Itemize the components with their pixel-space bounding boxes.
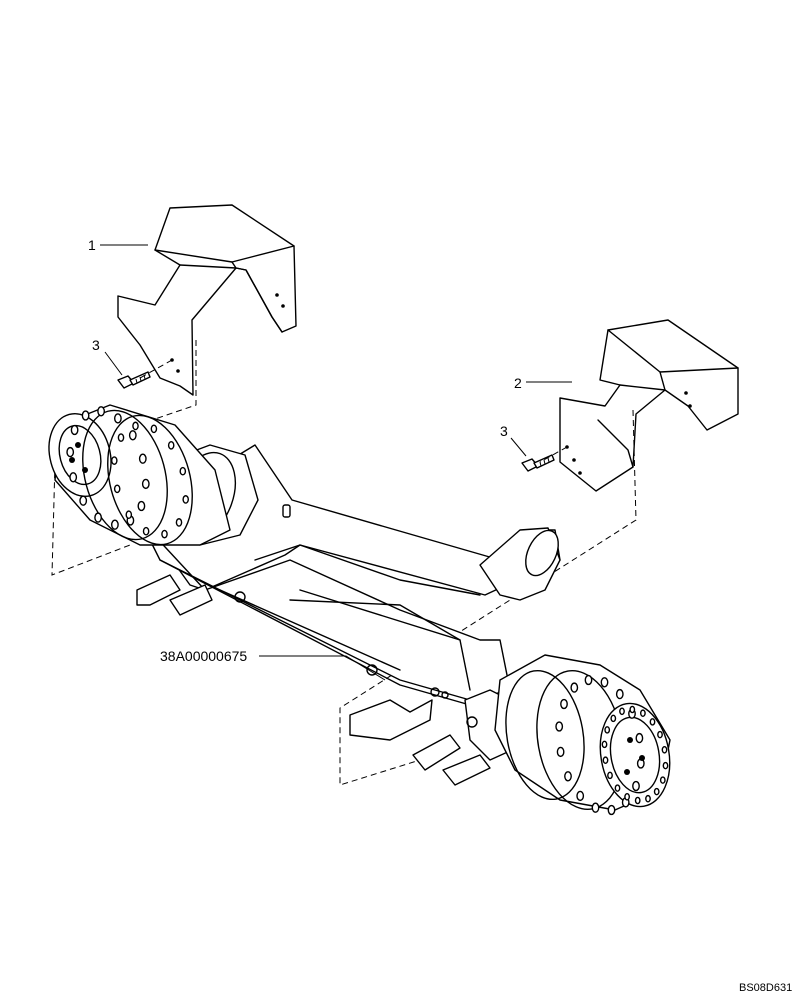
wheel-stud xyxy=(114,413,122,424)
wheel-stud xyxy=(659,776,666,784)
wheel-stud xyxy=(607,804,616,816)
wheel-stud xyxy=(635,732,644,744)
wheel-stud xyxy=(182,495,189,504)
wheel-stud xyxy=(645,794,651,803)
wheel-stud xyxy=(629,705,636,714)
wheel-stud xyxy=(69,472,78,483)
bolt-left xyxy=(117,371,151,389)
fender-right xyxy=(559,319,739,492)
wheel-stud xyxy=(657,730,663,739)
fender-left xyxy=(117,204,297,396)
wheel-stud xyxy=(111,519,119,530)
wheel-stud xyxy=(132,421,139,431)
wheel-stud xyxy=(175,518,183,527)
wheel-stud xyxy=(604,726,611,734)
wheel-stud xyxy=(607,771,613,780)
wheel-stud xyxy=(601,740,608,749)
wheel-stud xyxy=(117,433,125,442)
wheel-stud xyxy=(560,698,568,710)
hub-right xyxy=(494,654,671,816)
wheel-stud xyxy=(79,495,88,506)
bolt-right xyxy=(521,454,555,472)
callout-3-left: 3 xyxy=(92,337,100,353)
wheel-stud xyxy=(564,771,572,782)
wheel-stud xyxy=(167,440,175,450)
wheel-stud xyxy=(125,510,133,520)
wheel-stud xyxy=(634,796,641,805)
wheel-stud xyxy=(94,512,103,523)
wheel-stud xyxy=(179,466,187,476)
wheel-stud xyxy=(97,406,106,417)
wheel-stud xyxy=(113,484,121,494)
wheel-stud xyxy=(662,761,669,770)
hub-left xyxy=(48,404,231,546)
wheel-stud xyxy=(584,674,593,686)
wheel-stud xyxy=(600,677,609,688)
wheel-stud xyxy=(66,446,75,458)
wheel-stud xyxy=(615,688,624,700)
wheel-stud xyxy=(81,410,90,421)
wheel-stud xyxy=(161,529,168,539)
callout-3-right: 3 xyxy=(500,423,508,439)
wheel-stud xyxy=(70,424,79,436)
wheel-stud xyxy=(556,746,565,758)
wheel-stud xyxy=(610,714,617,723)
wheel-stud xyxy=(570,682,579,693)
assembly-label: 38A00000675 xyxy=(160,648,247,664)
wheel-stud xyxy=(653,787,660,796)
wheel-stud xyxy=(150,424,158,434)
wheel-stud xyxy=(128,430,137,441)
wheel-stud xyxy=(138,453,147,464)
leader-lines xyxy=(100,244,572,681)
wheel-stud xyxy=(591,802,600,813)
callout-2: 2 xyxy=(514,375,522,391)
wheel-stud xyxy=(649,718,656,726)
wheel-stud xyxy=(576,790,585,802)
callout-1: 1 xyxy=(88,237,96,253)
wheel-stud xyxy=(142,526,150,536)
wheel-stud xyxy=(632,780,640,792)
wheel-stud xyxy=(141,478,150,490)
wheel-stud xyxy=(624,793,630,801)
wheel-stud xyxy=(111,456,118,465)
wheel-stud xyxy=(602,756,609,764)
wheel-stud xyxy=(661,746,668,754)
wheel-stud xyxy=(614,784,621,792)
drawing-code: BS08D631 xyxy=(739,982,792,994)
wheel-stud xyxy=(640,709,646,717)
wheel-stud xyxy=(137,500,146,512)
wheel-stud xyxy=(555,721,564,732)
wheel-stud xyxy=(619,707,625,716)
